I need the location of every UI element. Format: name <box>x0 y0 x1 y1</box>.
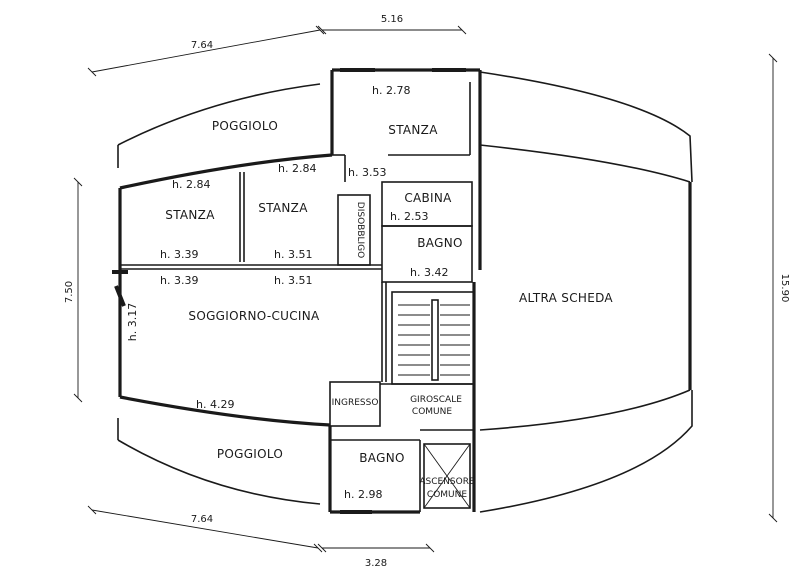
room-poggiolo-bottom: POGGIOLO <box>217 447 283 461</box>
height-cabina: h. 2.53 <box>390 210 428 223</box>
room-ascensore-line1: ASCENSORE <box>419 477 475 487</box>
dim-top-left: 7.64 <box>191 40 213 51</box>
height-corridor: h. 3.53 <box>348 166 386 179</box>
height-bagno-top: h. 3.42 <box>410 266 448 279</box>
dimension-lines <box>73 25 778 553</box>
height-soggiorno-wall: h. 3.17 <box>126 303 139 341</box>
height-soggiorno-left-top: h. 3.39 <box>160 274 198 287</box>
height-stanza-left-top: h. 2.84 <box>172 178 210 191</box>
dim-right: 15.90 <box>779 274 790 303</box>
stair-treads <box>398 299 470 381</box>
height-soggiorno-mid-top: h. 3.51 <box>274 274 312 287</box>
room-cabina: CABINA <box>404 191 452 205</box>
outer-curves <box>117 71 693 513</box>
height-stanza-mid-bottom: h. 3.51 <box>274 248 312 261</box>
room-altra-scheda: ALTRA SCHEDA <box>519 291 613 305</box>
dim-left: 7.50 <box>64 281 75 303</box>
room-stanza-mid: STANZA <box>258 201 308 215</box>
room-giroscale-line2: COMUNE <box>412 407 452 417</box>
height-stanza-top: h. 2.78 <box>372 84 410 97</box>
room-giroscale-line1: GIROSCALE <box>410 395 462 405</box>
dim-bottom-left: 7.64 <box>191 514 213 525</box>
room-bagno-bottom: BAGNO <box>359 451 404 465</box>
height-stanza-left-bottom: h. 3.39 <box>160 248 198 261</box>
height-soggiorno-bottom: h. 4.29 <box>196 398 234 411</box>
dim-top-center: 5.16 <box>381 14 403 25</box>
room-disobbligo: DISOBBLIGO <box>355 202 365 258</box>
walls <box>118 68 482 514</box>
room-bagno-top: BAGNO <box>417 236 462 250</box>
room-poggiolo-top: POGGIOLO <box>212 119 278 133</box>
dim-bottom-center: 3.28 <box>365 558 387 569</box>
room-soggiorno-cucina: SOGGIORNO-CUCINA <box>188 309 320 323</box>
room-stanza-left: STANZA <box>165 208 215 222</box>
height-bagno-bottom: h. 2.98 <box>344 488 382 501</box>
height-stanza-mid-top: h. 2.84 <box>278 162 316 175</box>
room-stanza-top: STANZA <box>388 123 438 137</box>
room-ascensore-line2: COMUNE <box>427 490 467 500</box>
room-ingresso: INGRESSO <box>332 398 379 408</box>
windows <box>112 68 466 514</box>
